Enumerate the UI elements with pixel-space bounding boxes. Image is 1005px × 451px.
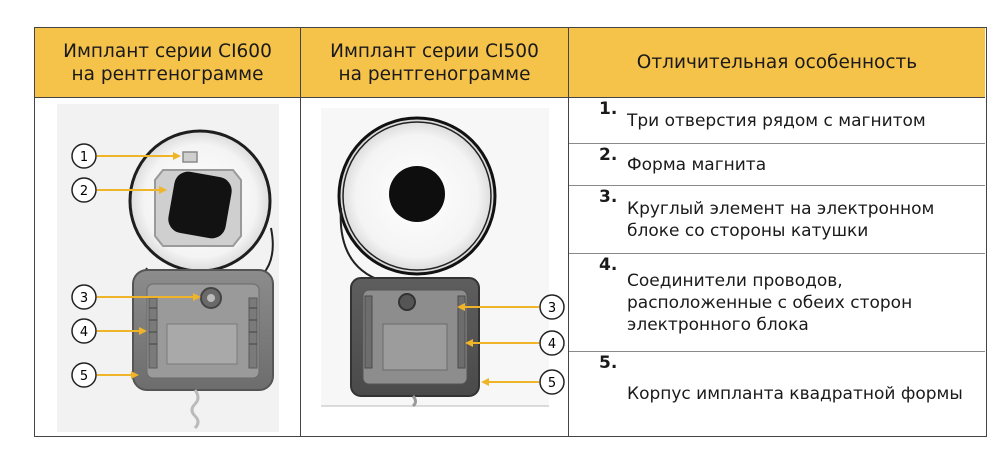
xray-ci600-image: 1 2 3 4 xyxy=(57,104,279,432)
svg-text:2: 2 xyxy=(80,184,88,199)
svg-text:3: 3 xyxy=(80,291,88,306)
svg-text:5: 5 xyxy=(548,376,556,391)
svg-text:4: 4 xyxy=(548,337,556,352)
header-ci600: Имплант серии CI600 на рентгенограмме xyxy=(35,28,301,98)
comparison-table: Имплант серии CI600 на рентгенограмме Им… xyxy=(34,27,987,437)
feature-num: 2. xyxy=(599,145,618,165)
feature-num: 4. xyxy=(599,255,618,275)
feature-text: Форма магнита xyxy=(627,154,767,175)
header-ci600-label: Имплант серии CI600 на рентгенограмме xyxy=(63,40,272,85)
callout-ci500-3: 3 xyxy=(457,294,565,320)
header-feature-label: Отличительная особенность xyxy=(636,52,918,73)
callout-4: 4 xyxy=(71,318,147,344)
header-feature: Отличительная особенность xyxy=(569,28,985,98)
feature-row-2: 2. Форма магнита xyxy=(569,144,985,186)
feature-text: Корпус импланта квадратной формы xyxy=(627,384,963,404)
feature-num: 5. xyxy=(599,353,618,373)
feature-row-3: 3. Круглый элемент на электронном блоке … xyxy=(569,186,985,254)
svg-text:4: 4 xyxy=(80,325,88,340)
callout-ci500-5: 5 xyxy=(481,369,565,395)
xray-ci500-image: 3 4 5 xyxy=(321,108,565,408)
feature-text: Соединители проводов, расположенные с об… xyxy=(627,270,913,335)
callout-1: 1 xyxy=(71,143,181,169)
svg-text:1: 1 xyxy=(80,150,88,165)
callout-5: 5 xyxy=(71,362,139,388)
xray-ci500: 3 4 5 xyxy=(301,98,569,436)
feature-num: 1. xyxy=(599,99,618,119)
header-ci500-label: Имплант серии CI500 на рентгенограмме xyxy=(330,40,539,85)
feature-row-4: 4. Соединители проводов, расположенные с… xyxy=(569,254,985,352)
feature-text: Круглый элемент на электронном блоке со … xyxy=(627,198,935,241)
svg-text:3: 3 xyxy=(548,301,556,316)
header-ci500: Имплант серии CI500 на рентгенограмме xyxy=(301,28,569,98)
feature-row-5: 5. Корпус импланта квадратной формы xyxy=(569,352,985,436)
feature-num: 3. xyxy=(599,187,618,207)
xray-ci600: 1 2 3 4 xyxy=(35,98,301,436)
feature-row-1: 1. Три отверстия рядом с магнитом xyxy=(569,98,985,144)
feature-text: Три отверстия рядом с магнитом xyxy=(627,110,926,131)
callout-3: 3 xyxy=(71,284,201,310)
svg-text:5: 5 xyxy=(80,369,88,384)
callout-ci500-4: 4 xyxy=(465,330,565,356)
callout-2: 2 xyxy=(71,177,167,203)
